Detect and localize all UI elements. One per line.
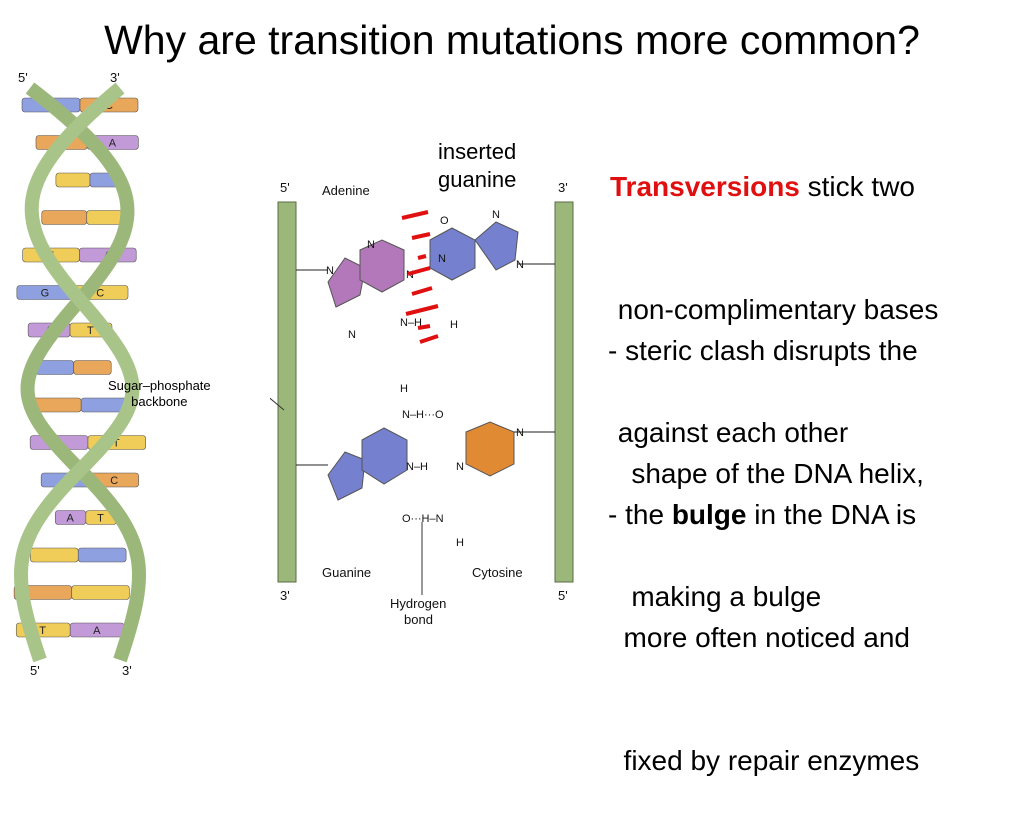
base-left: [30, 547, 79, 563]
svg-text:H: H: [456, 537, 464, 549]
base-pair: [41, 210, 133, 225]
label-3-bottom: 3': [280, 588, 290, 603]
adenine-molecule: N N N N N–H H: [296, 239, 458, 341]
base-left-letter: T: [39, 625, 46, 637]
svg-text:H: H: [450, 319, 458, 331]
hbond-label-2: bond: [404, 612, 433, 627]
steric-clash-paragraph: - steric clash disrupts the shape of the…: [608, 335, 924, 612]
base-right: [71, 585, 130, 600]
left-backbone-bar: [277, 201, 297, 583]
right-backbone-bar: [554, 201, 574, 583]
helix-strand-a: [20, 82, 147, 663]
transversions-paragraph: Transversions stick two non-complimentar…: [610, 171, 939, 448]
svg-text:O: O: [440, 215, 449, 227]
base-pair: [35, 360, 112, 375]
callout-line-2: guanine: [438, 167, 517, 192]
base-left: [41, 210, 88, 225]
base-left-letter: A: [67, 513, 75, 525]
base-right-letter: T: [87, 325, 94, 337]
base-right-letter: A: [93, 625, 101, 637]
slide-title: Why are transition mutations more common…: [104, 17, 920, 63]
helix-bottom-3-label: 3': [122, 663, 132, 678]
svg-text:N: N: [516, 259, 524, 271]
svg-text:O···H–N: O···H–N: [402, 513, 444, 525]
base-right-letter: T: [97, 513, 104, 525]
base-pair: [13, 585, 130, 600]
base-right: [77, 547, 127, 563]
svg-text:N: N: [348, 329, 356, 341]
label-5-bottom: 5': [558, 588, 568, 603]
base-left: [55, 172, 91, 188]
backbone-leader-line: [270, 397, 285, 411]
callout-line-1: inserted: [438, 139, 517, 164]
svg-text:N–H: N–H: [406, 461, 428, 473]
label-3-top: 3': [558, 180, 568, 195]
svg-text:H: H: [400, 383, 408, 395]
svg-text:N: N: [516, 427, 524, 439]
transversions-keyword: Transversions: [610, 171, 800, 202]
base-pair: [30, 547, 127, 563]
svg-text:N: N: [326, 265, 334, 277]
helix-top-5-label: 5': [18, 70, 28, 85]
base-right: [73, 360, 112, 375]
steric-clash-marks: [401, 210, 439, 344]
base-left-letter: G: [41, 288, 50, 300]
bulge-keyword: bulge: [671, 499, 747, 530]
guanine-label: Guanine: [322, 565, 371, 580]
helix-top-3-label: 3': [110, 70, 120, 85]
svg-text:N–H: N–H: [400, 317, 422, 329]
base-right-letter: T: [113, 438, 120, 450]
helix-bottom-5-label: 5': [30, 663, 40, 678]
svg-text:N: N: [456, 461, 464, 473]
svg-text:N–H···O: N–H···O: [402, 409, 444, 421]
backbone-label: Sugar–phosphate backbone: [108, 378, 211, 409]
helix-strand-b: [13, 82, 140, 663]
base-pair-diagram: 5' 3' 3' 5' Adenine Guanine Cytosine N N…: [270, 180, 574, 627]
base-right-letter: C: [96, 288, 104, 300]
cytosine-molecule: N N: [456, 421, 555, 477]
adenine-label: Adenine: [322, 183, 370, 198]
guanine-molecule: H N–H···O N–H O···H–N H: [296, 383, 464, 549]
hbond-label-1: Hydrogen: [390, 596, 446, 611]
inserted-guanine-molecule: O N N N: [429, 209, 555, 281]
svg-text:N: N: [367, 239, 375, 251]
base-right-letter: A: [109, 138, 117, 150]
cytosine-label: Cytosine: [472, 565, 523, 580]
svg-text:N: N: [438, 253, 446, 265]
bulge-paragraph: - the bulge in the DNA is more often not…: [608, 499, 920, 776]
label-5-top: 5': [280, 180, 290, 195]
svg-text:N: N: [492, 209, 500, 221]
base-right-letter: C: [110, 475, 118, 487]
inserted-guanine-callout: inserted guanine: [438, 138, 516, 194]
